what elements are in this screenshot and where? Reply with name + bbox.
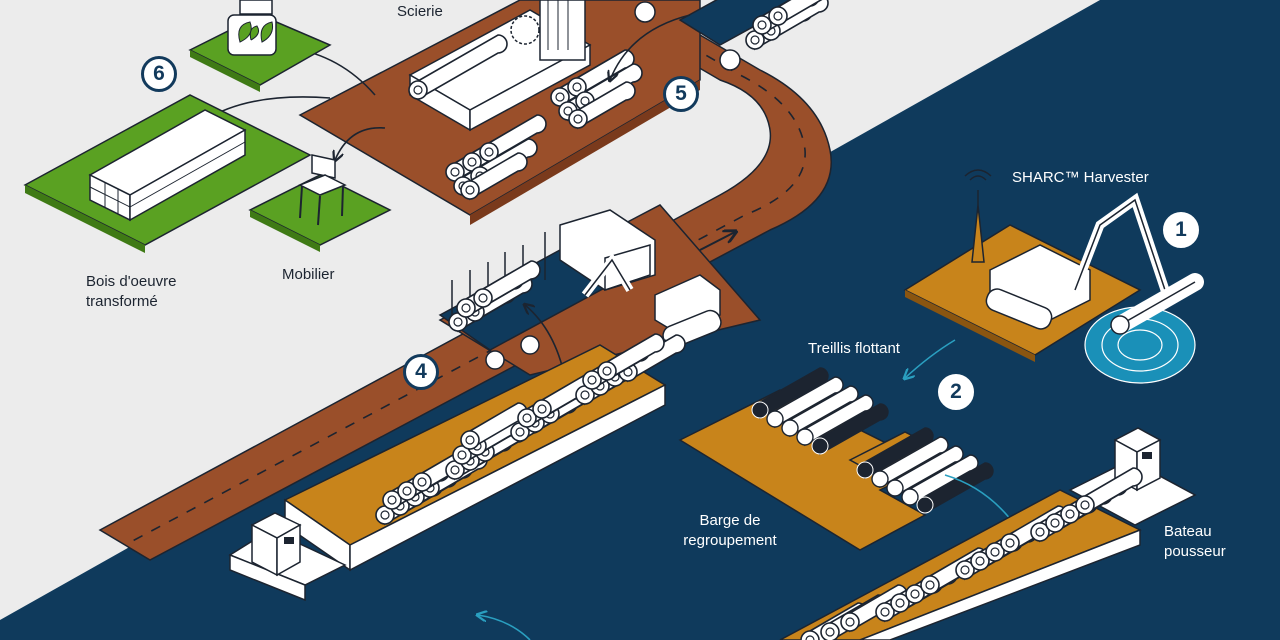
- step-badge-1: 1: [1163, 212, 1199, 248]
- step-badge-4: 4: [403, 354, 439, 390]
- sawmill-building: [408, 0, 592, 132]
- label-scierie: Scierie: [397, 3, 443, 20]
- push-boat: [779, 427, 1197, 640]
- harvester-machine: [985, 192, 1204, 335]
- antenna-icon: [964, 169, 992, 263]
- arrow-harvester-to-treillis: [905, 339, 956, 378]
- chair-plot: [248, 154, 392, 252]
- road-direction-arrow: [699, 232, 735, 251]
- label-barge-line1: Barge de: [699, 512, 761, 529]
- barge-unload: [228, 333, 686, 602]
- leaves-plot: [188, 0, 332, 92]
- road: [98, 0, 832, 561]
- arrow-return-water: [478, 615, 531, 640]
- arrow-truck-to-mill: [610, 14, 691, 80]
- tug-cabin: [250, 512, 302, 577]
- label-treillis: Treillis flottant: [808, 340, 900, 357]
- label-barge-line2: regroupement: [683, 532, 777, 549]
- label-bateau-line1: Bateau: [1164, 523, 1212, 540]
- top-truck: [634, 0, 836, 71]
- arrow-mill-to-chair: [335, 127, 386, 160]
- lumber-plot: [23, 94, 312, 253]
- label-sharc: SHARC™ Harvester: [1012, 169, 1149, 186]
- label-bois-line1: Bois d'oeuvre: [86, 273, 177, 290]
- step-badge-5: 5: [663, 76, 699, 112]
- log-truck: [438, 209, 656, 370]
- step-badge-2: 2: [938, 374, 974, 410]
- label-bois-line2: transformé: [86, 293, 158, 310]
- label-mobilier: Mobilier: [282, 266, 335, 283]
- step-badge-6: 6: [141, 56, 177, 92]
- label-bateau-line2: pousseur: [1164, 543, 1226, 560]
- chair-icon: [298, 154, 347, 226]
